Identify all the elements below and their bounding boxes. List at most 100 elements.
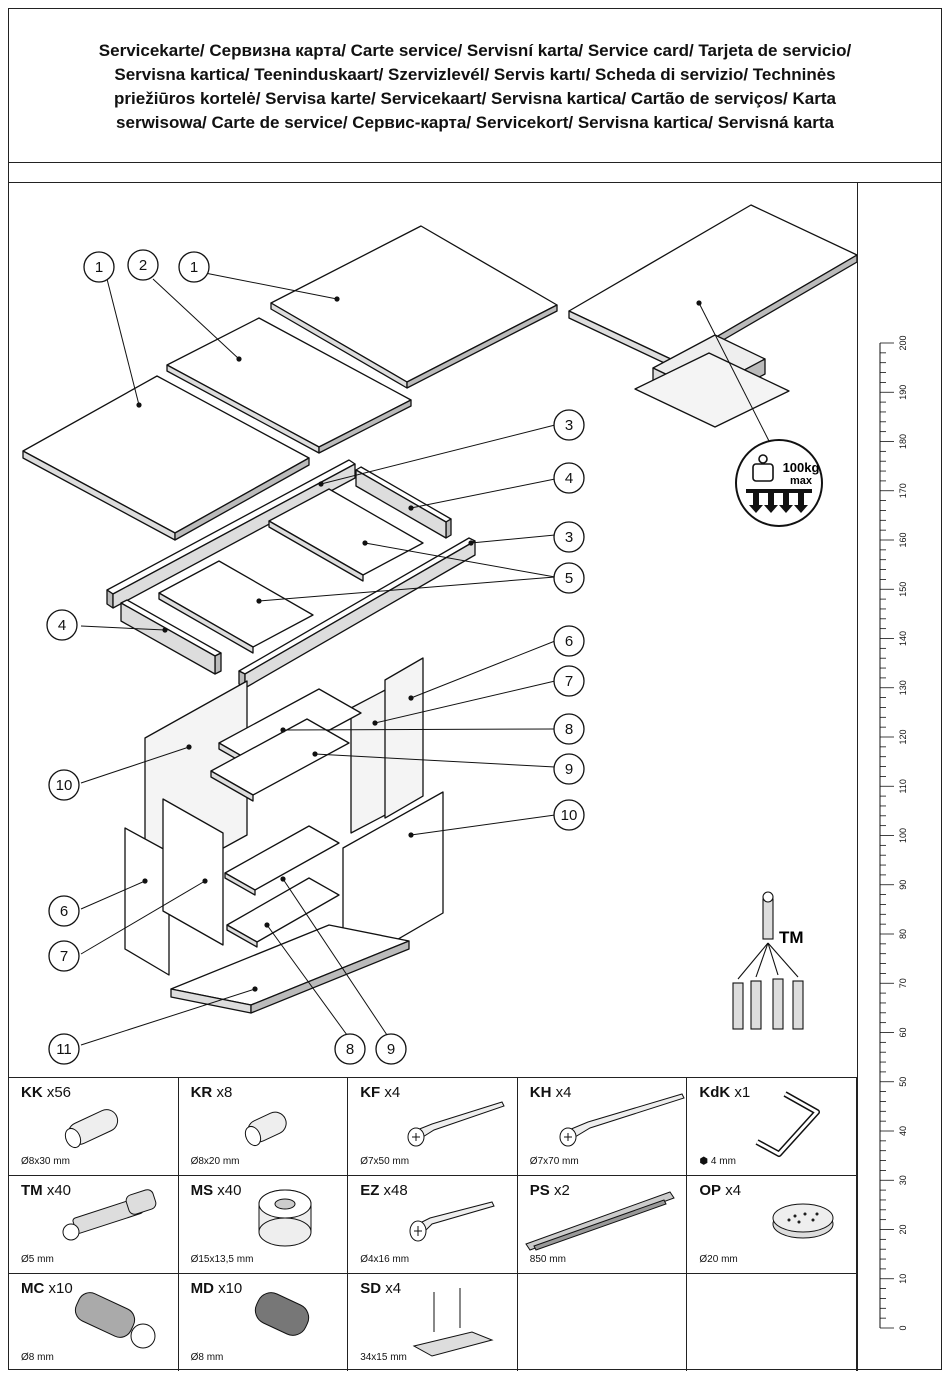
exploded-diagram: 1 2 1 3 4 3 5 4 6 7 8 9 10 10 6 7 11 8 9	[9, 183, 858, 1077]
weight-icon	[752, 454, 774, 482]
part-dimension: Ø8 mm	[190, 1352, 224, 1363]
ruler-label: 140	[898, 631, 908, 646]
ruler-label: 180	[898, 434, 908, 449]
ruler-label: 100	[898, 828, 908, 843]
part-qty: x40	[46, 1182, 72, 1199]
load-max: max	[790, 475, 813, 487]
part-dimension: 850 mm	[529, 1254, 566, 1265]
title-line: Servisna kartica/ Teeninduskaart/ Szervi…	[114, 65, 836, 84]
callout-label: 8	[565, 721, 573, 738]
tm-label: TM	[779, 928, 804, 947]
extension-plates	[158, 488, 424, 654]
ruler-label: 60	[898, 1027, 908, 1037]
ruler-label: 20	[898, 1224, 908, 1234]
callout-label: 1	[190, 259, 198, 276]
callout-circle	[553, 625, 585, 657]
part-qty: x4	[384, 1084, 401, 1101]
header-divider-band	[9, 162, 941, 183]
service-card-sheet: Servicekarte/ Сервизна карта/ Carte serv…	[8, 8, 942, 1371]
part-code: MC x10	[21, 1280, 73, 1297]
part-code-id: KF	[360, 1084, 381, 1101]
part-dimension: 34x15 mm	[360, 1352, 407, 1363]
callout-circle	[553, 799, 585, 831]
hex-icon: ⬢	[699, 1156, 709, 1167]
callout-label: 8	[346, 1041, 354, 1058]
carcass	[124, 657, 444, 1014]
callout-circle	[553, 462, 585, 494]
load-badge: 100kg max	[735, 439, 823, 527]
part-dimension: Ø4x16 mm	[360, 1254, 410, 1265]
callout-circle	[48, 1033, 80, 1065]
callout-circle	[127, 249, 159, 281]
header: Servicekarte/ Сервизна карта/ Carte serv…	[9, 9, 941, 163]
callout-label: 6	[60, 903, 68, 920]
ruler-label: 160	[898, 532, 908, 547]
callout-label: 9	[565, 761, 573, 778]
ruler-label: 30	[898, 1175, 908, 1185]
part-qty: x2	[553, 1182, 570, 1199]
callout-label: 7	[565, 673, 573, 690]
downward-arrows-icon	[746, 489, 812, 513]
long-confirmat-screw-icon	[559, 1093, 685, 1147]
part-cell-kdk: KdK x1⬢ 4 mm	[687, 1077, 857, 1175]
ruler-label: 40	[898, 1126, 908, 1136]
dowel-icon	[64, 1109, 119, 1149]
part-code-id: KR	[190, 1084, 213, 1101]
ruler-label: 120	[898, 729, 908, 744]
part-code: KK x56	[21, 1084, 71, 1101]
callout-label: 9	[387, 1041, 395, 1058]
ruler-label: 80	[898, 929, 908, 939]
ruler-label: 0	[898, 1325, 908, 1330]
ruler-label: 10	[898, 1274, 908, 1284]
part-code: MS x40	[191, 1182, 242, 1199]
part-qty: x8	[216, 1084, 233, 1101]
callout-label: 7	[60, 948, 68, 965]
part-code-id: MS	[190, 1182, 214, 1199]
part-code-id: KH	[529, 1084, 552, 1101]
part-cell-mc: MC x10 Ø8 mm	[9, 1273, 179, 1371]
callout-label: 2	[139, 257, 147, 274]
callout-label: 5	[565, 570, 573, 587]
callout-circle	[334, 1033, 366, 1065]
callout-label: 3	[565, 417, 573, 434]
callout-circle	[553, 753, 585, 785]
cam-lock-icon	[258, 1189, 312, 1247]
drawer-slide-icon	[525, 1191, 675, 1251]
short-dowel-icon	[244, 1111, 287, 1147]
part-code-id: MD	[190, 1280, 214, 1297]
part-dimension: Ø8 mm	[21, 1352, 54, 1363]
part-dimension: Ø7x70 mm	[529, 1156, 579, 1167]
top-panel-right	[270, 225, 558, 389]
part-code: EZ x48	[360, 1182, 408, 1199]
ruler-label: 50	[898, 1077, 908, 1087]
part-dimension: Ø15x13,5 mm	[190, 1254, 254, 1265]
part-qty: x10	[218, 1280, 243, 1297]
part-cell-sd: SD x4 34x15 mm	[348, 1273, 518, 1371]
cam-bolt-assembly-icon	[732, 891, 804, 1030]
part-code: SD x4	[360, 1280, 401, 1297]
ruler-label: 90	[898, 880, 908, 890]
cam-bolt-icon	[62, 1189, 157, 1241]
part-dimension-text: 4 mm	[710, 1156, 736, 1167]
ruler-label: 110	[898, 779, 908, 793]
ruler-label: 200	[898, 335, 908, 350]
assembled-table-view	[568, 204, 858, 428]
part-qty: x40	[217, 1182, 242, 1199]
part-dimension: ⬢ 4 mm	[699, 1156, 736, 1167]
exploded-diagram-svg: 1 2 1 3 4 3 5 4 6 7 8 9 10 10 6 7 11 8 9	[22, 204, 858, 1065]
title-line: priežiūros kortelė/ Servisa karte/ Servi…	[114, 89, 836, 108]
part-dimension: Ø20 mm	[699, 1254, 738, 1265]
leader-dots	[136, 296, 702, 992]
top-panel-middle	[166, 317, 412, 454]
part-code-id: EZ	[360, 1182, 380, 1199]
callout-label: 10	[56, 777, 73, 794]
callout-label: 11	[56, 1041, 72, 1058]
part-code: KF x4	[360, 1084, 400, 1101]
